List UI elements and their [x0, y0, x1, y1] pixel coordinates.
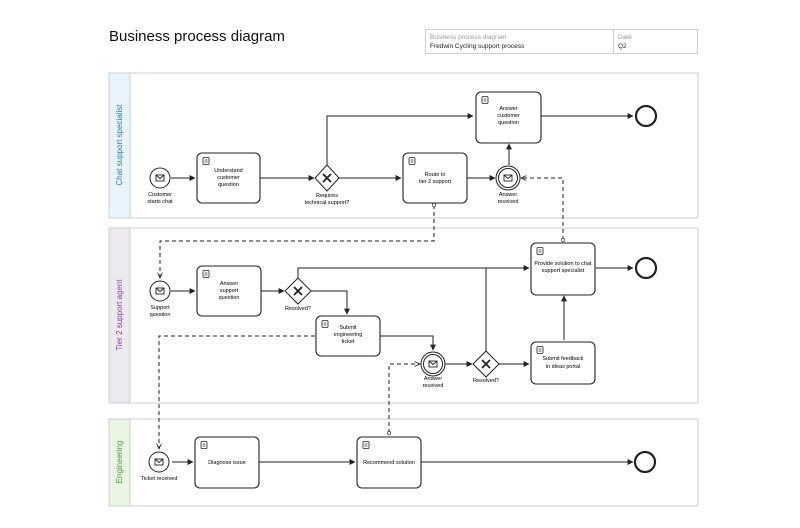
gateway-label: Resolved?	[285, 306, 311, 312]
task-provide-solution: Provide solution to chat support special…	[530, 242, 596, 296]
info-table: Business process diagram Fredwin Cycling…	[425, 29, 698, 54]
task-recommend-solution: Recommend solution	[356, 436, 422, 489]
gateway-label: technical support?	[305, 200, 350, 206]
event-label: Customer	[148, 192, 172, 198]
support-question-event: Support question	[149, 280, 171, 318]
task-label: Provide solution to chat	[534, 261, 592, 267]
event-label: Ticket received	[141, 476, 178, 482]
answer-received-event-2: Answer received	[420, 351, 446, 389]
lane-tier2-support: Tier 2 support agent	[108, 227, 699, 404]
event-label: starts chat	[147, 199, 173, 205]
task-label: Submit	[339, 325, 357, 331]
task-label: engineering	[334, 332, 363, 338]
task-submit-feedback: Submit feedback in ideas portal	[530, 341, 596, 385]
ticket-received-event: Ticket received	[141, 451, 178, 482]
task-submit-ticket: Submit engineering ticket	[315, 315, 381, 357]
task-label: customer	[497, 113, 520, 119]
task-label: question	[219, 295, 240, 301]
gateway-label: Resolved?	[473, 378, 499, 384]
gateway-label: Requires	[316, 193, 338, 199]
task-label: Diagnose issue	[208, 460, 246, 466]
customer-starts-chat-event: Customer starts chat	[147, 167, 173, 205]
task-understand-question: Understand customer question	[196, 152, 261, 204]
resolved-gateway-1: Resolved?	[284, 277, 312, 312]
answer-received-event-1: Answer received	[495, 165, 521, 205]
resolved-gateway-2: Resolved?	[472, 350, 500, 384]
task-label: question	[218, 182, 239, 188]
end-event-tier2	[634, 256, 658, 280]
task-label: Recommend solution	[363, 460, 415, 466]
event-label: Answer	[499, 192, 518, 198]
task-label: Answer	[499, 106, 518, 112]
info-cell-date: Date Q2	[614, 30, 698, 53]
info-value: Fredwin Cycling support process	[430, 43, 525, 50]
lane-label: Chat support specialist	[115, 104, 124, 186]
task-diagnose-issue: Diagnose issue	[194, 436, 260, 489]
sequence-flows	[171, 113, 634, 465]
task-route-tier2: Route to tier 2 support	[402, 152, 468, 204]
task-label: customer	[217, 175, 240, 181]
task-label: support	[220, 288, 239, 294]
event-label: received	[423, 383, 444, 389]
requires-technical-gateway: Requires technical support?	[305, 164, 350, 206]
task-label: Answer	[220, 281, 239, 287]
task-label: question	[498, 120, 519, 126]
task-label: tier 2 support	[419, 179, 452, 185]
task-label: in ideas portal	[546, 364, 580, 370]
task-label: Route to	[425, 172, 446, 178]
info-label: Business process diagram	[430, 34, 507, 41]
end-event-chat	[634, 104, 658, 128]
info-cell-diagram: Business process diagram Fredwin Cycling…	[426, 30, 614, 53]
task-label: Submit feedback	[543, 356, 584, 362]
info-label: Date	[618, 34, 632, 41]
message-flows	[159, 178, 563, 449]
event-label: question	[150, 312, 171, 318]
lane-label: Engineering	[115, 441, 124, 484]
task-answer-support: Answer support question	[196, 265, 262, 317]
event-label: Answer	[424, 376, 443, 382]
lane-label: Tier 2 support agent	[115, 279, 124, 351]
task-label: Understand	[214, 168, 242, 174]
task-label: support specialist	[542, 268, 585, 274]
task-label: ticket	[342, 339, 355, 345]
end-event-engineering	[633, 450, 657, 474]
event-label: Support	[150, 305, 170, 311]
event-label: received	[498, 199, 519, 205]
info-value: Q2	[618, 43, 627, 50]
task-answer-customer: Answer customer question	[475, 91, 542, 144]
page-title: Business process diagram	[109, 28, 285, 45]
